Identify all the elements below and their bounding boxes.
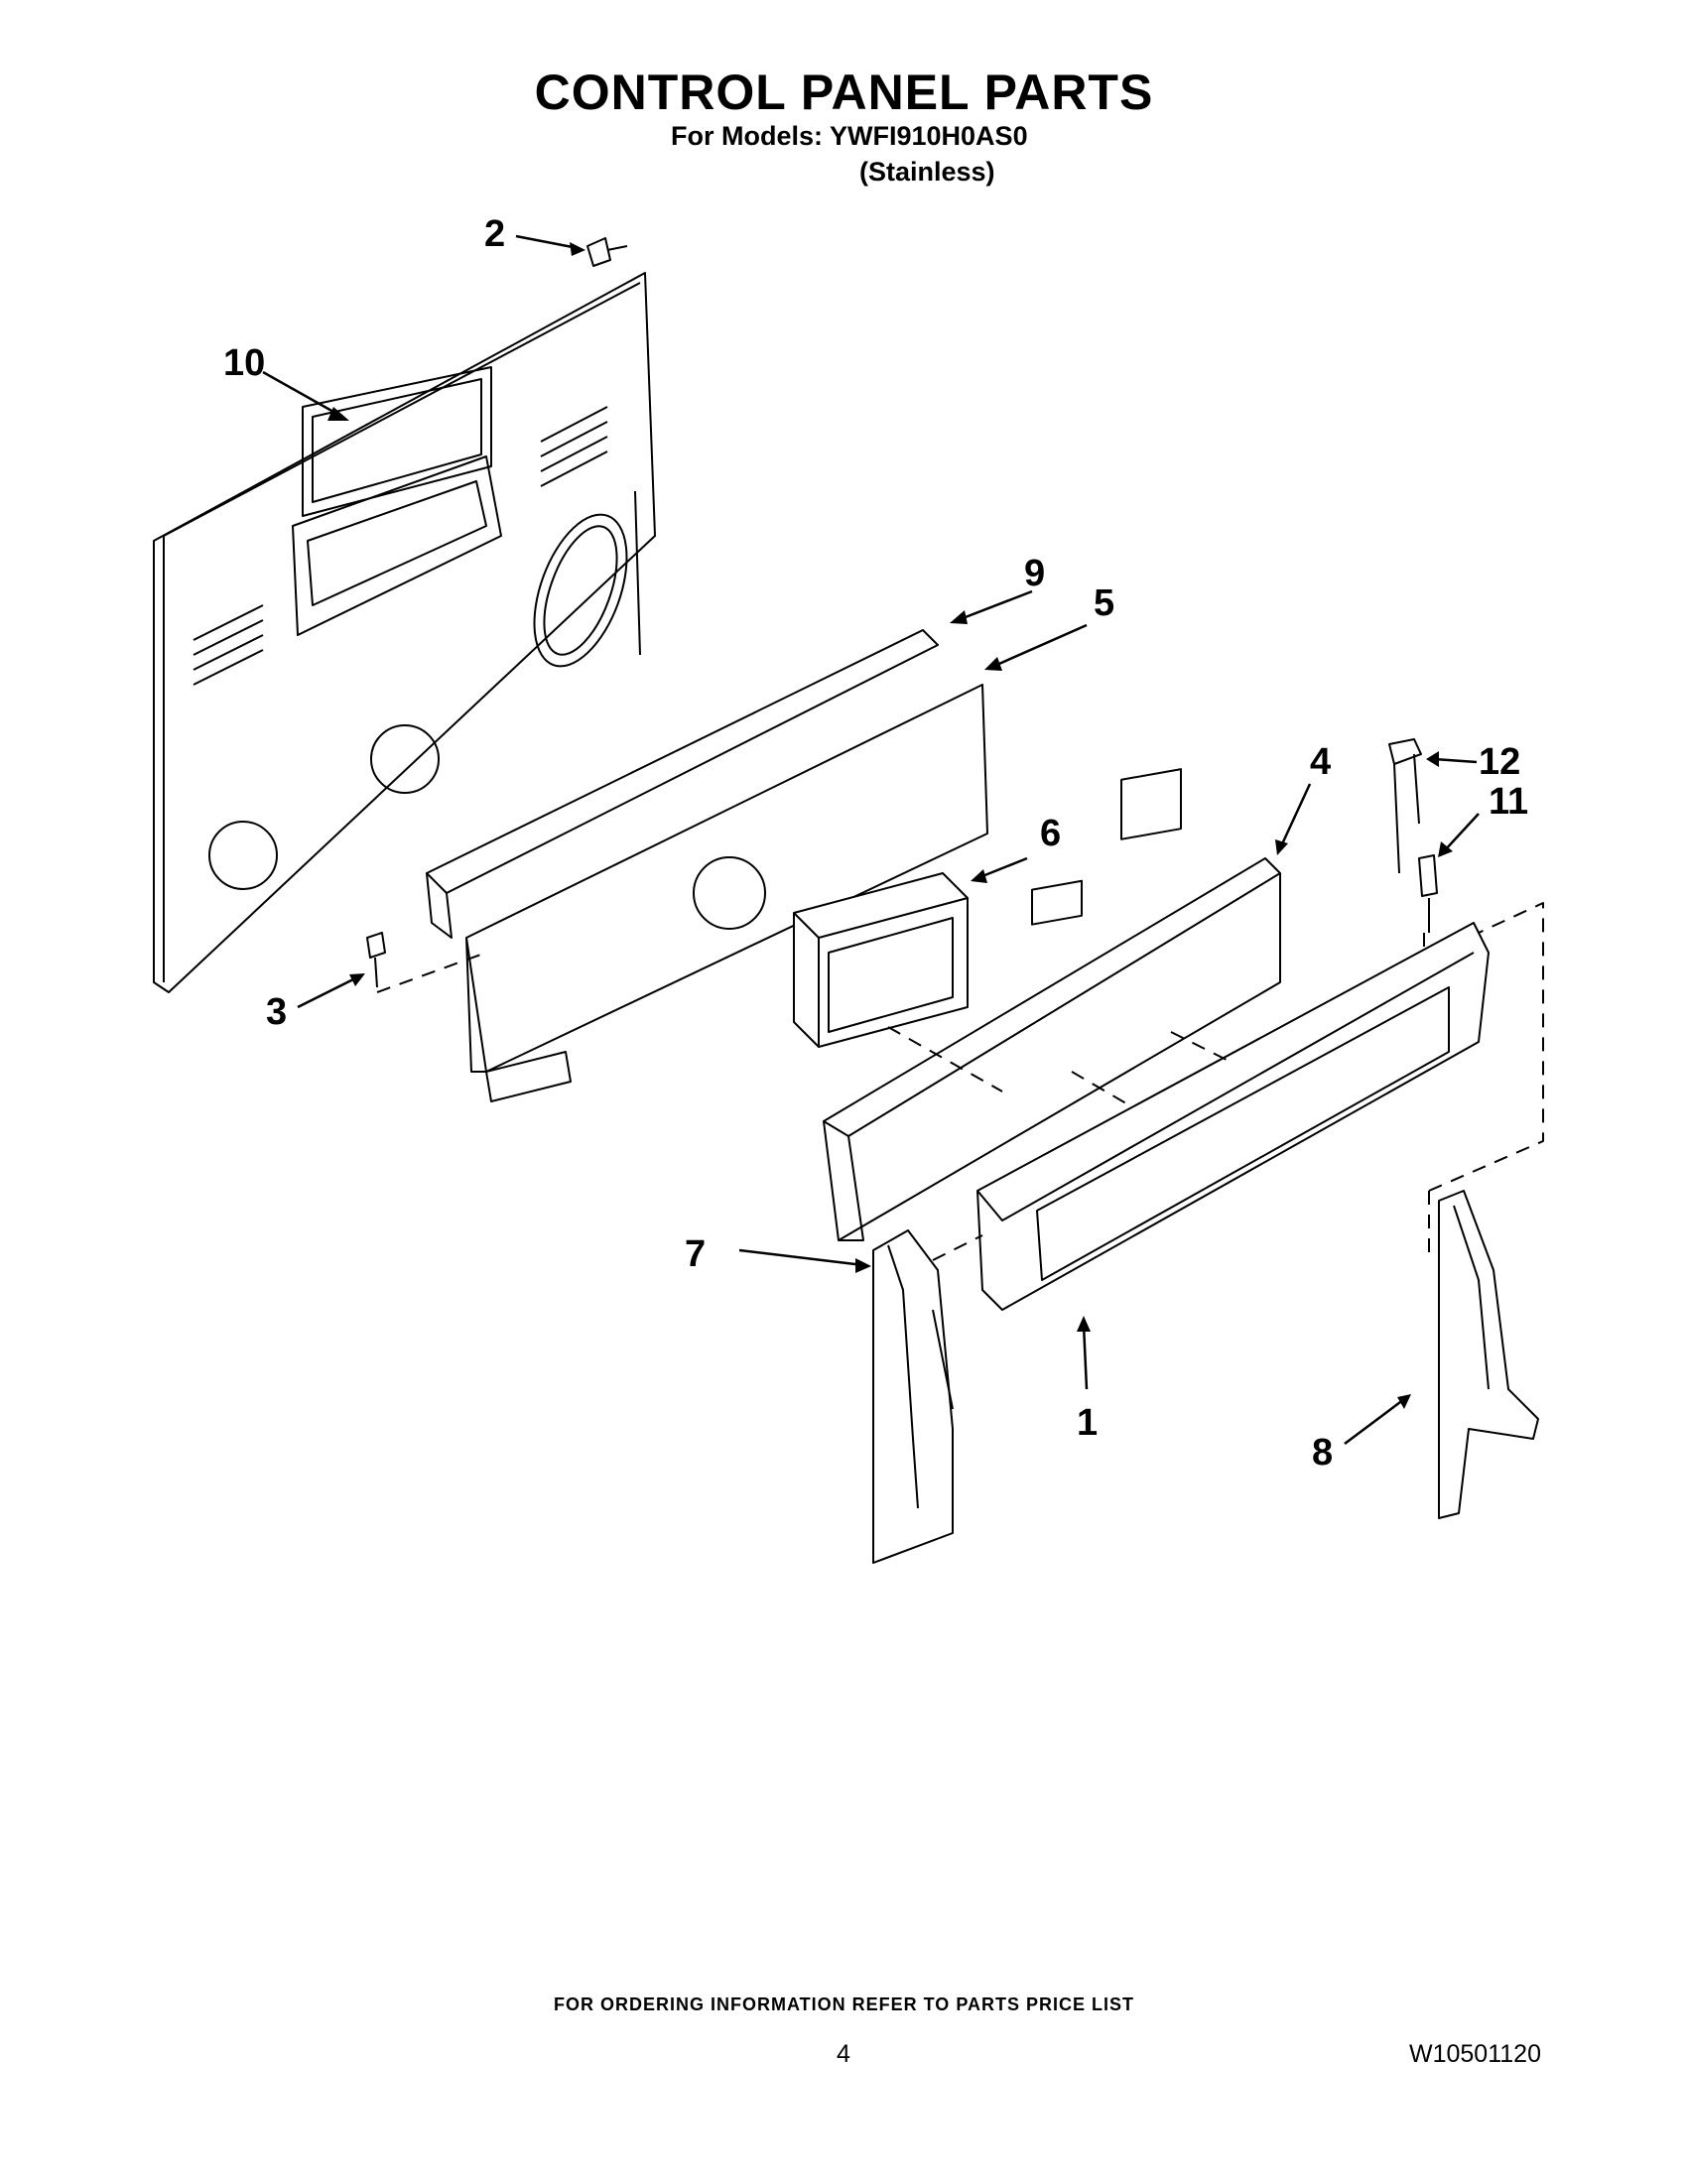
callout-3: 3 xyxy=(266,991,287,1033)
page-title: CONTROL PANEL PARTS xyxy=(534,64,1154,120)
models-line: For Models: YWFI910H0AS0 xyxy=(671,121,1028,151)
control-board-part-6 xyxy=(793,872,969,1048)
callout-9: 9 xyxy=(1024,553,1045,594)
callout-6: 6 xyxy=(1040,813,1061,854)
callout-4: 4 xyxy=(1310,741,1331,783)
screw-part-3 xyxy=(366,932,386,988)
callout-7: 7 xyxy=(685,1233,706,1275)
callout-2: 2 xyxy=(484,213,505,255)
alignment-lines xyxy=(376,902,1544,1261)
control-panel-part-1 xyxy=(976,922,1490,1311)
callout-12: 12 xyxy=(1479,741,1520,783)
side-bracket-right-part-8 xyxy=(1438,1190,1539,1519)
rear-panel-part-10 xyxy=(153,272,656,993)
arrowheads xyxy=(327,242,1453,1409)
ordering-note: FOR ORDERING INFORMATION REFER TO PARTS … xyxy=(553,1994,1134,2014)
screw-part-2 xyxy=(586,237,628,267)
channel-part-5 xyxy=(465,684,988,1102)
support-bracket-part-9 xyxy=(426,629,939,939)
finish-line: (Stainless) xyxy=(859,157,995,187)
callout-10: 10 xyxy=(223,342,265,384)
page-number: 4 xyxy=(837,2040,850,2068)
switch-part-12 xyxy=(1388,738,1422,874)
callout-5: 5 xyxy=(1094,582,1114,624)
console-overlay-part-4 xyxy=(823,768,1281,1241)
side-bracket-left-part-7 xyxy=(872,1229,954,1564)
callout-1: 1 xyxy=(1077,1402,1098,1444)
document-id: W10501120 xyxy=(1409,2040,1541,2068)
callout-8: 8 xyxy=(1312,1432,1333,1474)
leader-arrows xyxy=(262,234,1480,1445)
callout-11: 11 xyxy=(1489,781,1528,823)
indicator-part-11 xyxy=(1418,854,1438,933)
